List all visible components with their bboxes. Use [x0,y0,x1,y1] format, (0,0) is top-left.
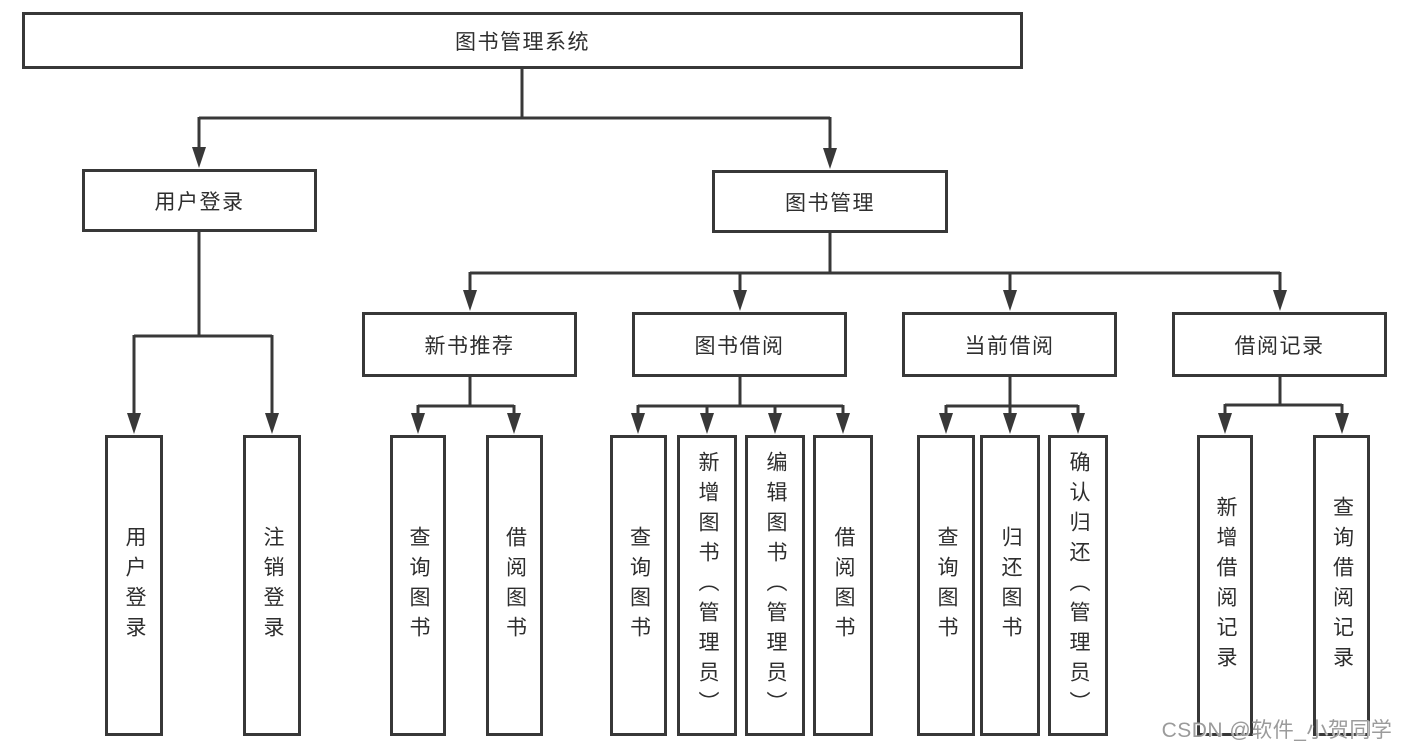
arrowheads-user-login-children [127,413,279,434]
connector-borrow-records-children [1223,377,1344,416]
leaf-nb-borrow-books: 借阅图书 [486,435,543,736]
arrowheads-new-book-recommend-children [411,413,521,434]
leaf-logout: 注销登录 [243,435,301,736]
node-user-login: 用户登录 [82,169,317,232]
leaf-user-login: 用户登录 [105,435,163,736]
leaf-bb-query-books: 查询图书 [610,435,667,736]
arrowheads-level2 [192,147,837,169]
leaf-cb-return-books: 归还图书 [980,435,1040,736]
node-book-management: 图书管理 [712,170,948,233]
arrowheads-book-borrow-children [631,413,850,434]
leaf-bb-borrow-books: 借阅图书 [813,435,873,736]
connector-book-management-children [468,233,1282,293]
arrowheads-level3 [463,290,1287,311]
arrowheads-borrow-records-children [1218,413,1349,434]
connector-user-login-children [132,232,274,416]
connector-new-book-recommend-children [416,377,516,416]
connector-current-borrow-children [944,377,1080,416]
connector-book-borrow-children [636,377,845,416]
leaf-br-query-record: 查询借阅记录 [1313,435,1370,736]
connector-root-to-level2 [197,68,832,151]
leaf-cb-query-books: 查询图书 [917,435,975,736]
node-book-borrow: 图书借阅 [632,312,847,377]
node-root-library-management-system: 图书管理系统 [22,12,1023,69]
leaf-bb-add-books-admin: 新增图书（管理员） [677,435,737,736]
leaf-cb-confirm-return-admin: 确认归还（管理员） [1048,435,1108,736]
csdn-watermark: CSDN @软件_小贺同学 [1161,719,1393,742]
leaf-nb-query-books: 查询图书 [390,435,446,736]
node-borrow-records: 借阅记录 [1172,312,1387,377]
leaf-bb-edit-books-admin: 编辑图书（管理员） [745,435,805,736]
arrowheads-current-borrow-children [939,413,1085,434]
node-current-borrow: 当前借阅 [902,312,1117,377]
node-new-book-recommend: 新书推荐 [362,312,577,377]
leaf-br-add-record: 新增借阅记录 [1197,435,1253,736]
